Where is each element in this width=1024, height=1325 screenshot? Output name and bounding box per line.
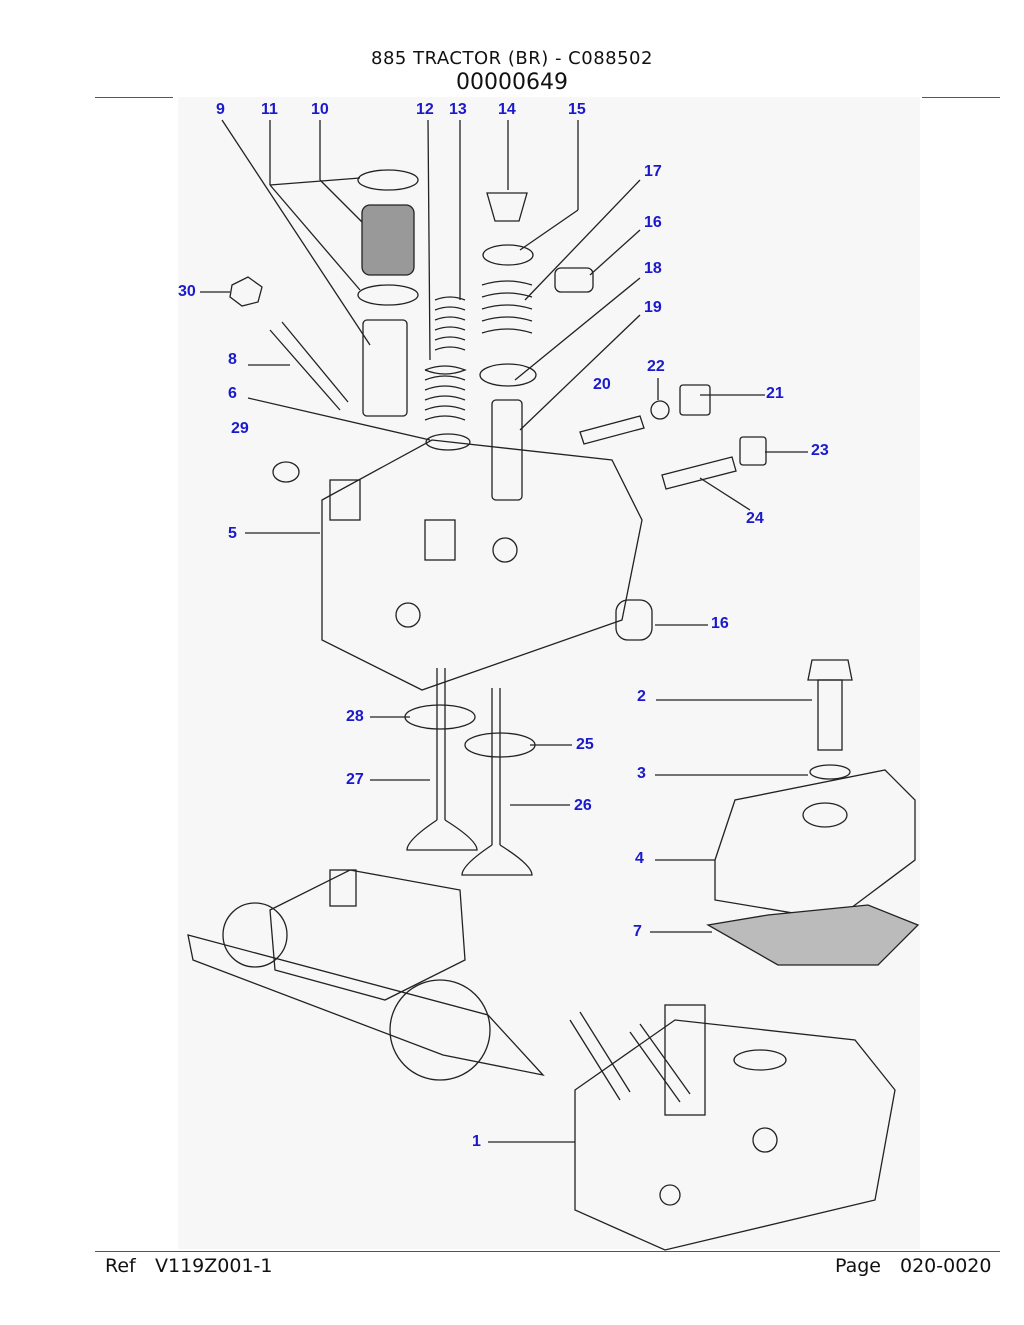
callout-2: 2 [637,688,646,705]
callout-24: 24 [746,510,764,527]
callout-21: 21 [766,385,784,402]
footer-ref-label: Ref [105,1255,136,1277]
callout-23: 23 [811,442,829,459]
footer-page-label: Page [835,1255,881,1277]
callout-3: 3 [637,765,646,782]
callout-20: 20 [593,376,611,393]
callout-28: 28 [346,708,364,725]
callout-26: 26 [574,797,592,814]
callout-14: 14 [498,101,516,118]
footer-ref-value: V119Z001-1 [155,1255,273,1277]
callout-9: 9 [216,101,225,118]
callout-25: 25 [576,736,594,753]
callout-8: 8 [228,351,237,368]
callout-1: 1 [472,1133,481,1150]
callout-19: 19 [644,299,662,316]
footer-rule [95,1251,1000,1252]
callout-16-bottom: 16 [711,615,729,632]
callout-29: 29 [231,420,249,437]
callout-7: 7 [633,923,642,940]
callout-5: 5 [228,525,237,542]
callout-11: 11 [261,101,278,118]
callout-4: 4 [635,850,644,867]
header-rule-left [95,97,173,98]
document-title: 885 TRACTOR (BR) - C088502 [371,48,653,69]
exploded-parts-diagram [178,97,920,1249]
callout-30: 30 [178,283,196,300]
diagram-code: 00000649 [456,70,568,95]
callout-13: 13 [449,101,467,118]
footer-page-value: 020-0020 [900,1255,992,1277]
callout-12: 12 [416,101,434,118]
callout-22: 22 [647,358,665,375]
callout-10: 10 [311,101,329,118]
callout-15: 15 [568,101,586,118]
callout-27: 27 [346,771,364,788]
header-rule-right [922,97,1000,98]
callout-16-top: 16 [644,214,662,231]
callout-18: 18 [644,260,662,277]
callout-17: 17 [644,163,662,180]
callout-6: 6 [228,385,237,402]
